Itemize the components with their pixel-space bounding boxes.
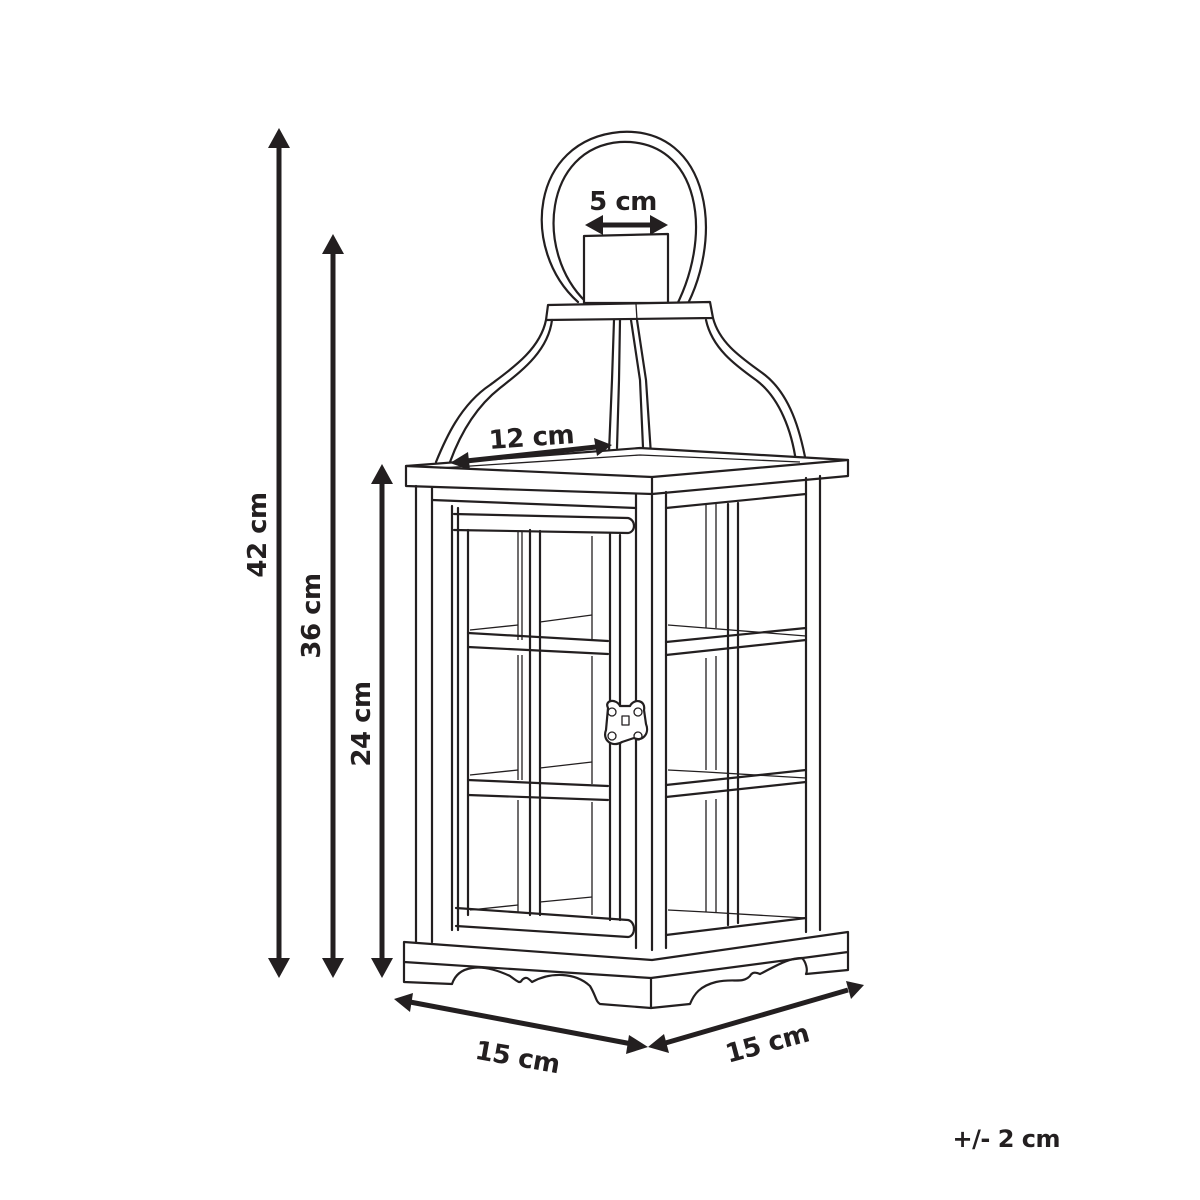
dimension-total-height: 42 cm: [243, 128, 290, 978]
tolerance-note: +/- 2 cm: [952, 1125, 1061, 1153]
roof-top-plate: [544, 300, 715, 322]
dimension-top-opening: 5 cm: [585, 187, 668, 235]
label-roof-width: 12 cm: [488, 420, 575, 456]
roof-ribs: [434, 316, 808, 472]
front-face: [414, 484, 638, 944]
label-total-height: 42 cm: [243, 492, 273, 577]
top-cap: [582, 232, 670, 305]
label-height-without-handle: 36 cm: [297, 573, 327, 658]
label-base-width: 15 cm: [473, 1036, 562, 1080]
door-latch-icon: [604, 699, 649, 746]
side-face: [664, 474, 822, 937]
label-body-height: 24 cm: [347, 681, 377, 766]
dimension-height-without-handle: 36 cm: [297, 234, 344, 978]
dimension-base-depth: 15 cm: [648, 981, 864, 1070]
label-base-depth: 15 cm: [722, 1019, 812, 1070]
dimension-base-width: 15 cm: [394, 993, 648, 1080]
lantern-illustration: [402, 130, 850, 1010]
label-top-opening: 5 cm: [589, 187, 657, 217]
dimension-body-height: 24 cm: [347, 464, 393, 978]
dimension-roof-width: 12 cm: [450, 420, 612, 470]
roof-frame: [404, 446, 850, 496]
lantern-base: [402, 930, 850, 1010]
